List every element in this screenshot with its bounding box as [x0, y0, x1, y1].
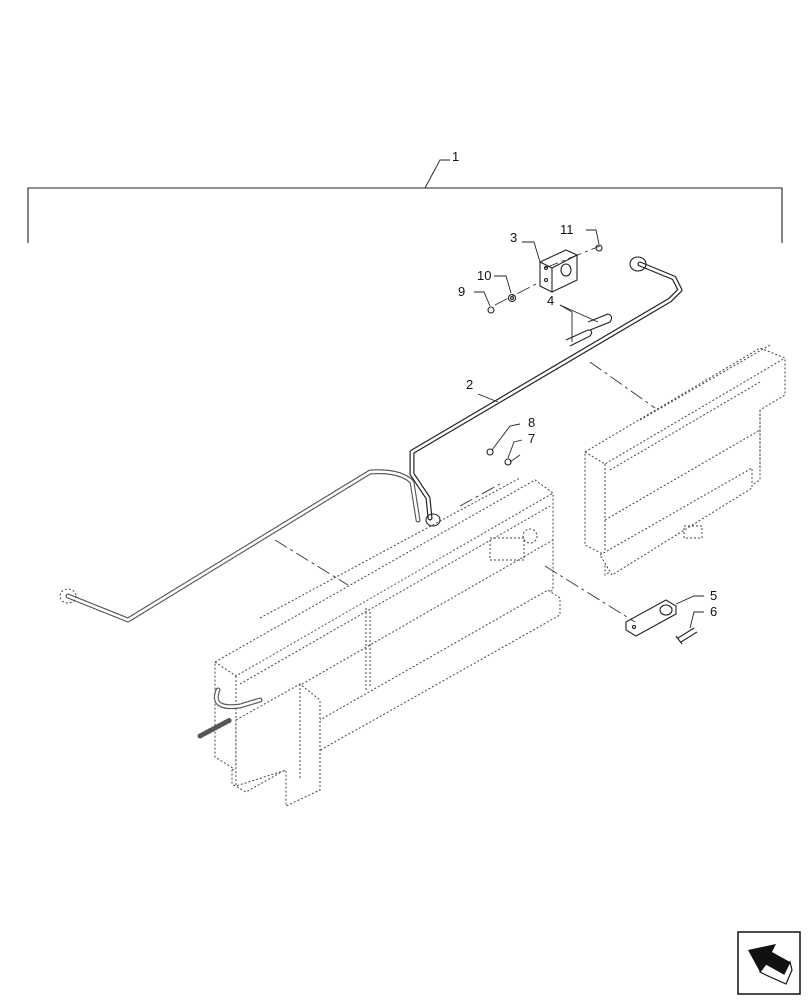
main-frame-beam — [214, 477, 561, 807]
mounting-bracket — [539, 249, 578, 293]
callout-8: 8 — [528, 415, 535, 430]
callout-11: 11 — [560, 222, 574, 237]
callout-7: 7 — [528, 431, 535, 446]
u-bolt-clamps — [565, 313, 613, 347]
callout-2: 2 — [466, 377, 473, 392]
assembly-bracket — [27, 159, 783, 243]
callout-leaders — [474, 229, 704, 629]
callout-10: 10 — [477, 268, 491, 283]
hydraulic-line — [409, 256, 683, 527]
navigation-arrow-icon[interactable] — [737, 931, 801, 995]
callout-3: 3 — [510, 230, 517, 245]
callout-4: 4 — [547, 293, 554, 308]
rear-frame-beam — [584, 344, 786, 576]
callout-labels: 1 2 3 4 5 6 7 8 9 10 11 — [452, 149, 717, 619]
callout-1: 1 — [452, 149, 459, 164]
callout-9: 9 — [458, 284, 465, 299]
clamp-plate — [625, 599, 677, 637]
callout-6: 6 — [710, 604, 717, 619]
existing-hose — [59, 469, 421, 739]
hex-bolt — [675, 627, 698, 645]
callout-5: 5 — [710, 588, 717, 603]
hardware-fasteners — [486, 244, 603, 466]
